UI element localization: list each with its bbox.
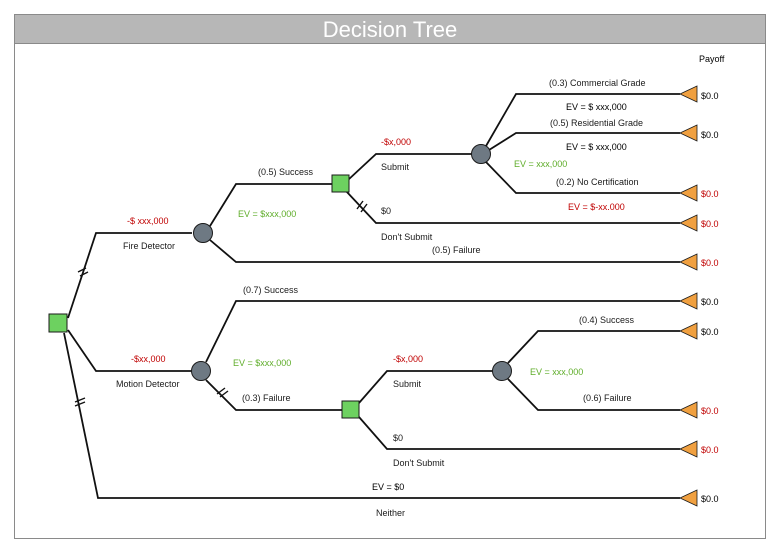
fire-detector-ev: EV = $xxx,000 bbox=[238, 209, 296, 219]
branch-line-md-dont-submit bbox=[358, 416, 680, 450]
payoff-residential: $0.0 bbox=[701, 130, 719, 140]
end-node-fd-failure[interactable] bbox=[679, 253, 698, 271]
branch-line-residential bbox=[488, 132, 680, 151]
payoff-md-sub-failure: $0.0 bbox=[701, 406, 719, 416]
neither-ev: EV = $0 bbox=[372, 482, 404, 492]
fire-detector-label: Fire Detector bbox=[123, 241, 175, 251]
branch-line-md-submit bbox=[358, 370, 493, 404]
payoff-md-dont-submit: $0.0 bbox=[701, 445, 719, 455]
md-submit-label: Submit bbox=[393, 379, 422, 389]
branch-line-fd-failure bbox=[209, 239, 680, 263]
branch-line-md-sub-success bbox=[507, 330, 680, 364]
end-node-md-dont-submit[interactable] bbox=[679, 440, 698, 458]
branch-line-no-cert bbox=[485, 161, 680, 194]
prune-mark-md-failure bbox=[216, 387, 229, 398]
md-sub-success-label: (0.4) Success bbox=[579, 315, 635, 325]
fd-submit-cost: -$x,000 bbox=[381, 137, 411, 147]
md-submit-cost: -$x,000 bbox=[393, 354, 423, 364]
md-success-label: (0.7) Success bbox=[243, 285, 299, 295]
branch-line-md-failure bbox=[205, 379, 342, 411]
commercial-label: (0.3) Commercial Grade bbox=[549, 78, 646, 88]
payoff-neither: $0.0 bbox=[701, 494, 719, 504]
neither-label: Neither bbox=[376, 508, 405, 518]
end-node-md-sub-failure[interactable] bbox=[679, 401, 698, 419]
end-nodes bbox=[679, 85, 698, 507]
payoff-md-success: $0.0 bbox=[701, 297, 719, 307]
fire-detector-chance-node[interactable] bbox=[193, 223, 213, 243]
commercial-ev: EV = $ xxx,000 bbox=[566, 102, 627, 112]
branch-line-neither bbox=[63, 332, 680, 499]
end-node-md-success[interactable] bbox=[679, 292, 698, 310]
payoff-values: $0.0 $0.0 $0.0 $0.0 $0.0 $0.0 $0.0 $0.0 … bbox=[701, 91, 719, 504]
prune-mark-fd-dont-submit bbox=[356, 200, 368, 213]
residential-label: (0.5) Residential Grade bbox=[550, 118, 643, 128]
end-node-md-sub-success[interactable] bbox=[679, 322, 698, 340]
branch-line-motion-detector bbox=[67, 329, 192, 372]
end-node-commercial[interactable] bbox=[679, 85, 698, 103]
prune-mark-fire-detector bbox=[77, 267, 89, 277]
fd-submit-label: Submit bbox=[381, 162, 410, 172]
title-bar: Decision Tree bbox=[15, 15, 765, 44]
md-failure-label: (0.3) Failure bbox=[242, 393, 291, 403]
pruned-branch-marks bbox=[74, 200, 368, 407]
decision-nodes bbox=[48, 174, 360, 419]
branch-line-fire-detector bbox=[67, 232, 192, 319]
payoff-header: Payoff bbox=[699, 54, 725, 64]
chance-nodes bbox=[191, 144, 512, 381]
branch-line-md-success bbox=[205, 300, 680, 363]
fd-dont-submit-label: Don't Submit bbox=[381, 232, 433, 242]
motion-detector-ev: EV = $xxx,000 bbox=[233, 358, 291, 368]
motion-detector-cost: -$xx,000 bbox=[131, 354, 166, 364]
end-node-fd-dont-submit[interactable] bbox=[679, 214, 698, 232]
fd-dont-submit-cost: $0 bbox=[381, 206, 391, 216]
end-node-no-cert[interactable] bbox=[679, 184, 698, 202]
fd-success-label: (0.5) Success bbox=[258, 167, 314, 177]
md-dont-submit-cost: $0 bbox=[393, 433, 403, 443]
prune-mark-neither bbox=[74, 397, 86, 407]
branch-line-fd-success bbox=[209, 183, 332, 227]
no-cert-ev: EV = $-xx.000 bbox=[568, 202, 625, 212]
fd-decision-node[interactable] bbox=[331, 174, 350, 193]
branch-line-fd-submit bbox=[347, 153, 472, 181]
residential-ev: EV = $ xxx,000 bbox=[566, 142, 627, 152]
diagram-title: Decision Tree bbox=[322, 17, 458, 42]
root-decision-node[interactable] bbox=[48, 313, 68, 333]
branch-line-commercial bbox=[485, 93, 680, 147]
payoff-fd-failure: $0.0 bbox=[701, 258, 719, 268]
payoff-fd-dont-submit: $0.0 bbox=[701, 219, 719, 229]
fd-failure-label: (0.5) Failure bbox=[432, 245, 481, 255]
md-decision-node[interactable] bbox=[341, 400, 360, 419]
tree-lines bbox=[63, 93, 680, 499]
motion-detector-chance-node[interactable] bbox=[191, 361, 211, 381]
end-node-neither[interactable] bbox=[679, 489, 698, 507]
payoff-md-sub-success: $0.0 bbox=[701, 327, 719, 337]
md-submit-ev: EV = xxx,000 bbox=[530, 367, 583, 377]
no-cert-label: (0.2) No Certification bbox=[556, 177, 639, 187]
end-node-residential[interactable] bbox=[679, 124, 698, 142]
fire-detector-cost: -$ xxx,000 bbox=[127, 216, 169, 226]
fd-submit-ev: EV = xxx,000 bbox=[514, 159, 567, 169]
md-submit-chance-node[interactable] bbox=[492, 361, 512, 381]
branch-line-fd-dont-submit bbox=[345, 190, 680, 224]
payoff-no-cert: $0.0 bbox=[701, 189, 719, 199]
md-dont-submit-label: Don't Submit bbox=[393, 458, 445, 468]
md-sub-failure-label: (0.6) Failure bbox=[583, 393, 632, 403]
diagram-frame: Decision Tree bbox=[14, 14, 766, 539]
motion-detector-label: Motion Detector bbox=[116, 379, 180, 389]
fd-submit-chance-node[interactable] bbox=[471, 144, 491, 164]
branch-labels: Payoff -$ xxx,000 Fire Detector EV = $xx… bbox=[116, 54, 725, 518]
branch-line-md-sub-failure bbox=[507, 378, 680, 411]
payoff-commercial: $0.0 bbox=[701, 91, 719, 101]
